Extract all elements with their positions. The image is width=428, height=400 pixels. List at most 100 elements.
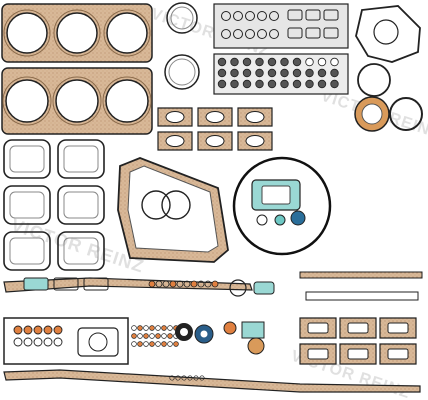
valve-cover-inner [9, 191, 45, 219]
round-gasket-pair [164, 2, 200, 90]
teal-gasket [253, 281, 275, 295]
intake-manifold-gaskets [299, 317, 417, 365]
valve-cover-inner [63, 237, 99, 265]
intake-port [387, 348, 409, 360]
washer [292, 79, 302, 89]
small-seal [197, 280, 205, 288]
tiny-seal [131, 341, 137, 347]
small-parts-panel-middle [213, 53, 349, 95]
small-gasket [23, 277, 49, 291]
exhaust-port [165, 111, 185, 123]
o-ring-medium [389, 97, 423, 131]
small-gasket [53, 277, 79, 291]
small-ring [257, 29, 267, 39]
washer [217, 68, 227, 78]
tiny-seal [167, 333, 173, 339]
valve-cover-inner [9, 145, 45, 173]
tiny-seal [161, 341, 167, 347]
tiny-seal [167, 325, 173, 331]
washer [330, 57, 339, 67]
small-gasket [83, 277, 109, 291]
washer [267, 79, 277, 89]
small-ring [257, 11, 267, 21]
exhaust-port [165, 135, 185, 147]
small-parts-row-upper [23, 277, 275, 297]
small-parts-panel-top [213, 3, 349, 49]
tiny-seal [143, 333, 149, 339]
cylinder-head-gasket-top [1, 3, 153, 63]
small-ring [245, 11, 255, 21]
o-ring-large [357, 63, 391, 97]
small-seal [148, 280, 156, 288]
small-seal [155, 280, 163, 288]
frame-ring [13, 325, 23, 335]
frame-ring [43, 337, 53, 347]
washer [305, 57, 314, 67]
washer [230, 79, 239, 89]
intake-port [387, 322, 409, 334]
frame-ring [23, 325, 33, 335]
tiny-seal [149, 341, 155, 347]
washer [217, 57, 227, 67]
washer [267, 68, 277, 78]
small-ring [233, 29, 243, 39]
exhaust-port [205, 135, 225, 147]
tiny-seal [149, 325, 155, 331]
cylinder-head-gasket-bottom [1, 67, 153, 135]
tiny-seal [161, 325, 167, 331]
washer [280, 68, 289, 78]
valve-cover-inner [63, 191, 99, 219]
tiny-seal [131, 325, 137, 331]
valve-cover-gasket [3, 139, 51, 179]
small-flange-gasket [323, 9, 339, 21]
valve-cover-inner [9, 237, 45, 265]
frame-ring [43, 325, 53, 335]
tiny-seal [155, 341, 161, 347]
intake-port [307, 348, 329, 360]
tiny-seal [149, 333, 155, 339]
small-ring [269, 11, 279, 21]
frame-ring [33, 337, 43, 347]
tiny-seal [187, 375, 193, 381]
washer [317, 57, 327, 67]
tiny-seal [155, 333, 161, 339]
small-seal [162, 280, 170, 288]
valve-cover-gasket [3, 231, 51, 271]
tiny-seal [181, 375, 187, 381]
tiny-seal [143, 325, 149, 331]
small-ring [245, 29, 255, 39]
small-flange-gasket [305, 9, 321, 21]
seal-ring-group [175, 321, 265, 355]
tiny-seal [137, 333, 143, 339]
washer [242, 79, 252, 89]
o-ring-small [229, 279, 247, 297]
tiny-seal [175, 375, 181, 381]
frame-ring [53, 325, 63, 335]
tiny-seal [137, 341, 143, 347]
washer [255, 68, 264, 78]
intake-port [307, 322, 329, 334]
frame-ring [33, 325, 43, 335]
tiny-seal [161, 333, 167, 339]
washer [217, 79, 227, 89]
exhaust-port [245, 135, 265, 147]
washer [305, 68, 314, 78]
small-seal [169, 280, 177, 288]
valve-cover-gasket [57, 185, 105, 225]
tiny-seal [167, 341, 173, 347]
tiny-seal [199, 375, 205, 381]
small-flange-gasket [305, 27, 321, 39]
exhaust-port [245, 111, 265, 123]
small-seal [204, 280, 212, 288]
small-flange-gasket [323, 27, 339, 39]
water-pump-gasket [355, 5, 421, 63]
tiny-seal [173, 341, 179, 347]
frame-cover-gasket [77, 327, 119, 357]
small-seal [211, 280, 219, 288]
tiny-seal [143, 341, 149, 347]
oil-pan-side-strip-bottom [3, 369, 421, 393]
valve-cover-gasket [57, 139, 105, 179]
tiny-seal [137, 325, 143, 331]
valve-cover-gasket [57, 231, 105, 271]
timing-cover-gasket [117, 157, 229, 263]
